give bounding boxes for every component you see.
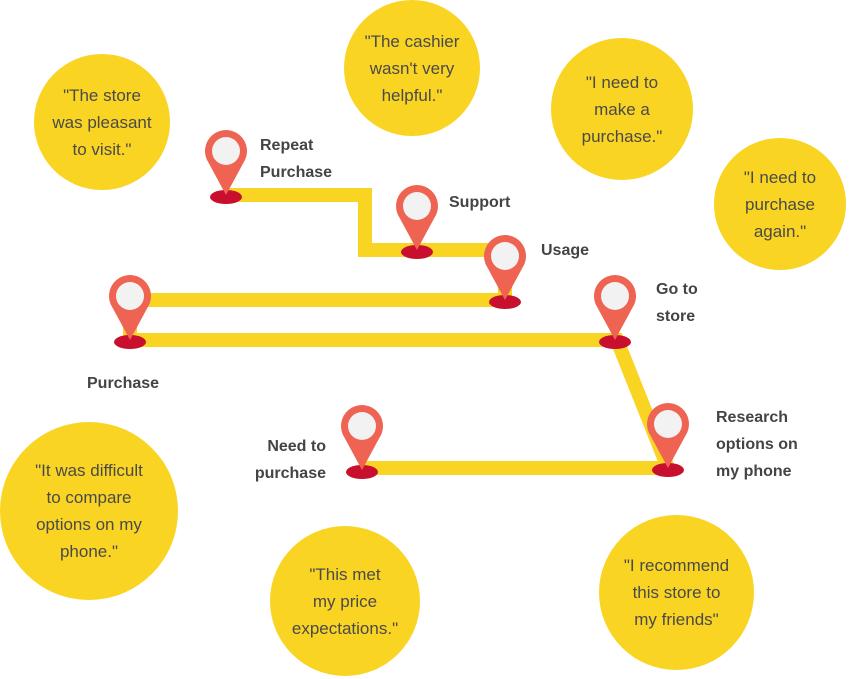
stage-label-support: Support (449, 194, 511, 211)
map-pin-icon (484, 235, 526, 309)
stage-label-research-options: Research options on my phone (716, 409, 798, 480)
stage-label-repeat-purchase: Repeat Purchase (260, 137, 333, 181)
stage-label-usage: Usage (541, 242, 590, 259)
quote-bubble-difficult-compare: "It was difficult to compare options on … (0, 422, 178, 600)
map-pin-icon (647, 403, 689, 477)
stage-label-need-to-purchase: Need to purchase (254, 438, 326, 482)
map-pin-icon (109, 275, 152, 349)
stage-label-go-to-store: Go to store (656, 281, 698, 325)
quote-bubble-recommend: "I recommend this store to my friends" (599, 515, 754, 670)
map-pin-icon (396, 185, 439, 259)
quote-bubble-purchase-again: "I need to purchase again." (714, 138, 846, 270)
quote-bubble-store-pleasant: "The store was pleasant to visit." (34, 54, 170, 190)
path-segment (123, 293, 679, 475)
quote-bubble-cashier: "The cashier wasn't very helpful." (344, 0, 480, 136)
map-pin-icon (341, 405, 384, 479)
stage-label-purchase: Purchase (87, 375, 160, 392)
quote-bubble-make-purchase: "I need to make a purchase." (551, 38, 693, 180)
map-pin-icon (205, 130, 248, 204)
quote-bubble-price-expectations: "This met my price expectations." (270, 526, 420, 676)
map-pin-icon (594, 275, 636, 349)
